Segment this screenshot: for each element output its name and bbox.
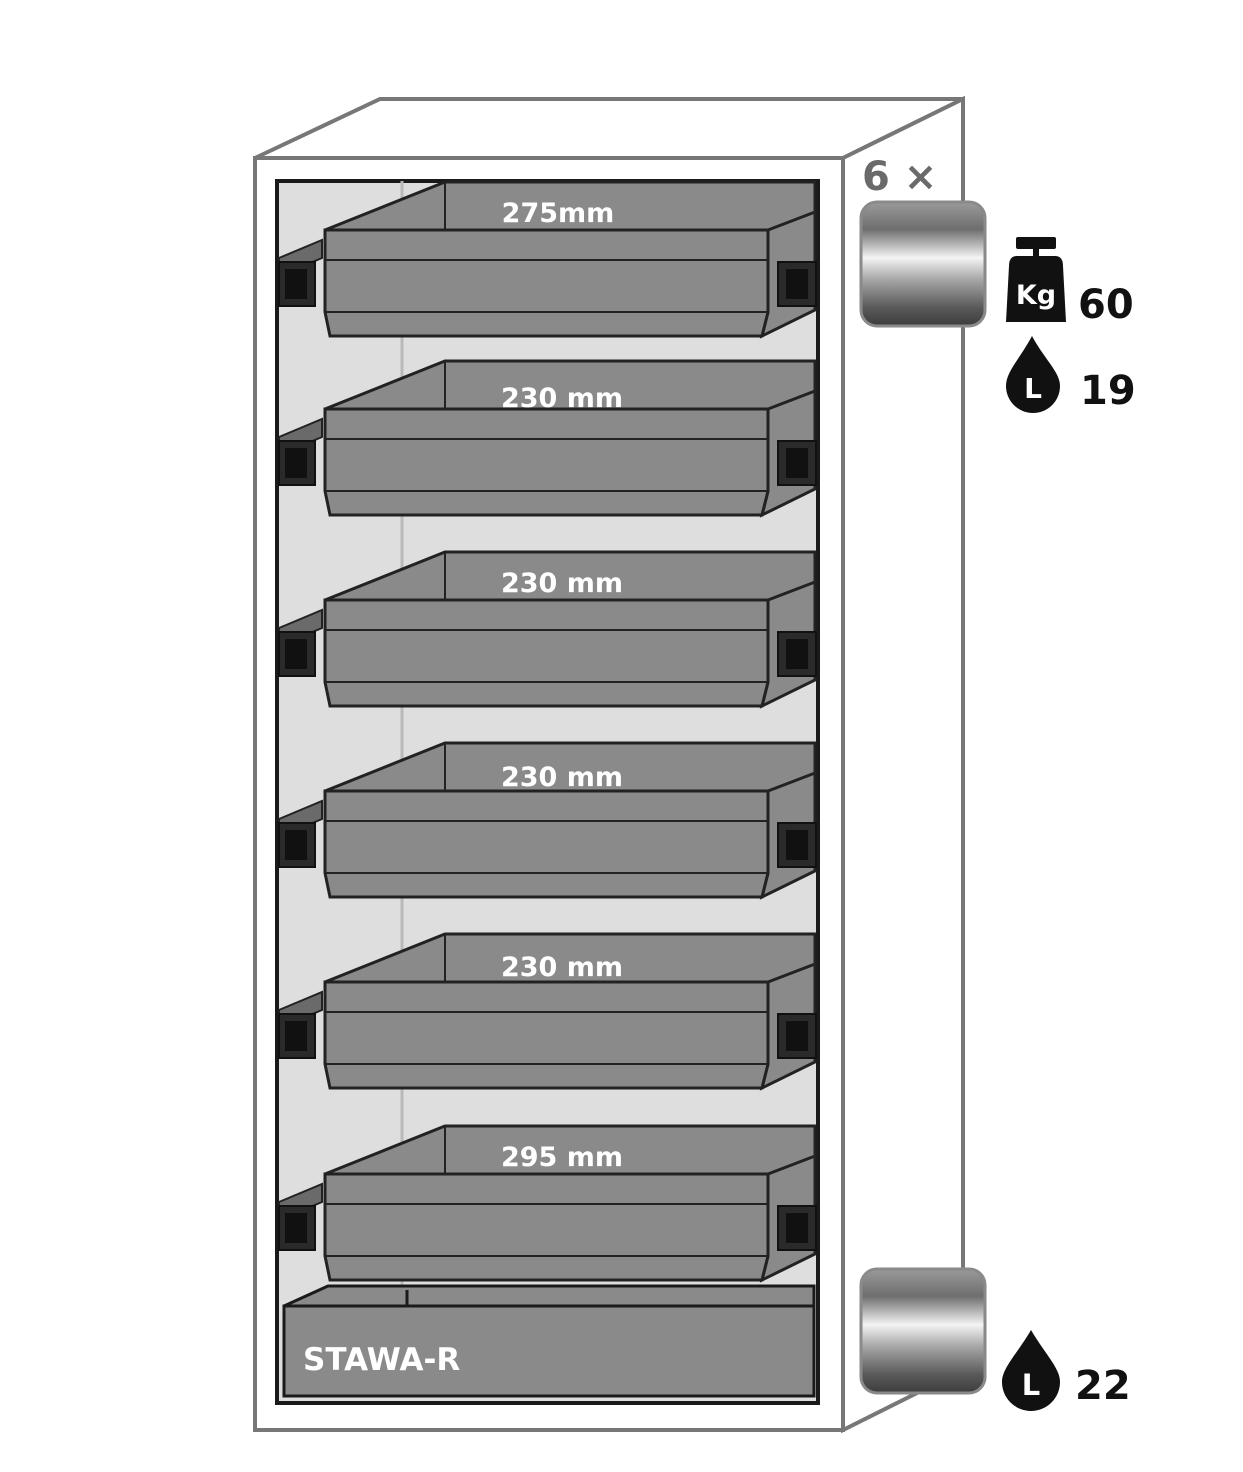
liter-symbol: L xyxy=(1022,1368,1040,1402)
drawer-handle-right-inner xyxy=(786,639,808,669)
drawer-labels: 275mm 230 mm 230 mm 230 mm 230 mm 295 mm xyxy=(501,198,623,1173)
drawer-handle-left-inner xyxy=(285,639,307,669)
drawers-layer xyxy=(278,180,817,1283)
drawer-4[interactable] xyxy=(278,741,817,900)
liquid-drop-icon: L xyxy=(1002,1330,1060,1411)
drawer-handle-right[interactable] xyxy=(777,1013,817,1059)
drawer-handle-right-inner xyxy=(786,830,808,860)
load-value: 60 xyxy=(1078,282,1134,328)
drawer-swatch xyxy=(859,200,987,328)
sump-volume-value: 22 xyxy=(1075,1363,1131,1409)
liter-symbol: L xyxy=(1024,372,1042,405)
drawer-handle-left-inner xyxy=(285,1021,307,1051)
sump-label: STAWA-R xyxy=(303,1342,460,1378)
drawer-front xyxy=(323,789,770,899)
weight-spec: Kg 60 xyxy=(1006,237,1134,328)
drawer-1-label: 275mm xyxy=(502,198,615,229)
drawer-handle-left-inner xyxy=(285,1213,307,1243)
sump-rim xyxy=(283,1284,816,1308)
liquid-drop-icon: L xyxy=(1006,336,1060,413)
drawer-3[interactable] xyxy=(278,550,817,709)
drawer-6-label: 295 mm xyxy=(501,1142,623,1173)
sump-swatch xyxy=(859,1267,987,1395)
drawer-handle-right-inner xyxy=(786,269,808,299)
drawer-count-label: 6 × xyxy=(862,154,937,200)
drawer-3-label: 230 mm xyxy=(501,568,623,599)
sump-tray: STAWA-R xyxy=(282,1284,816,1398)
drawer-handle-right-inner xyxy=(786,1021,808,1051)
handle-swatch-icon xyxy=(859,200,987,328)
drawer-5-label: 230 mm xyxy=(501,952,623,983)
drawer-handle-left-inner xyxy=(285,830,307,860)
sump-volume-spec: L 22 xyxy=(1002,1330,1131,1411)
handle-swatch-icon xyxy=(859,1267,987,1395)
drawer-front xyxy=(323,1172,770,1282)
drawer-4-label: 230 mm xyxy=(501,762,623,793)
drawer-handle-right-inner xyxy=(786,1213,808,1243)
sump-front xyxy=(282,1304,816,1398)
drawer-front xyxy=(323,228,770,338)
drawer-6[interactable] xyxy=(278,1124,817,1283)
drawer-5[interactable] xyxy=(278,932,817,1091)
drawer-front xyxy=(323,598,770,708)
drawer-front xyxy=(323,980,770,1090)
drawer-handle-left-inner xyxy=(285,448,307,478)
drawer-volume-spec: L 19 xyxy=(1006,336,1136,414)
drawer-front xyxy=(323,407,770,517)
weight-icon: Kg xyxy=(1006,237,1066,322)
drawer-1[interactable] xyxy=(278,180,817,339)
drawer-2[interactable] xyxy=(278,359,817,518)
drawer-handle-left-inner xyxy=(285,269,307,299)
drawer-handle-right-inner xyxy=(786,448,808,478)
kg-symbol: Kg xyxy=(1016,280,1056,311)
drawer-2-label: 230 mm xyxy=(501,383,623,414)
drawer-volume-value: 19 xyxy=(1080,368,1136,414)
